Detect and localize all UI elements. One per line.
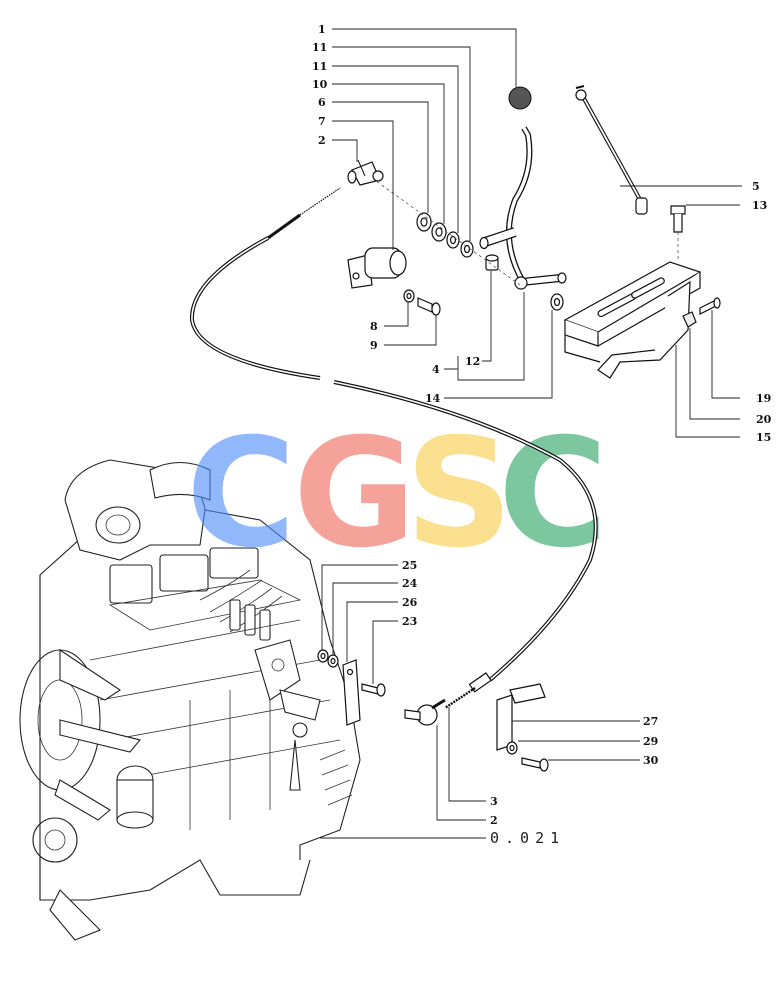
callout-9: 9 xyxy=(370,339,378,352)
lever-bracket-7 xyxy=(347,247,441,316)
callout-11: 11 xyxy=(312,41,327,54)
callout-10: 10 xyxy=(312,78,328,91)
ball-joint-top xyxy=(347,159,384,186)
rod-5 xyxy=(575,85,648,215)
leader-lines xyxy=(320,28,742,839)
callout-29: 29 xyxy=(643,735,658,748)
reference-code: 0.021 xyxy=(490,829,565,847)
callout-3: 3 xyxy=(490,795,498,808)
callout-20: 20 xyxy=(756,413,772,426)
callout-13: 13 xyxy=(752,199,767,212)
bolt-13 xyxy=(670,205,686,262)
watermark-letter-s: S xyxy=(405,407,513,581)
watermark-letter-g: G xyxy=(293,407,416,581)
callout-5: 5 xyxy=(752,180,760,193)
callout-12: 12 xyxy=(465,355,480,368)
callout-24: 24 xyxy=(402,577,418,590)
cgsc-watermark: C G S C xyxy=(186,407,608,581)
throttle-cable xyxy=(189,187,598,709)
callout-30: 30 xyxy=(643,754,659,767)
callout-26: 26 xyxy=(402,596,418,609)
callout-7: 7 xyxy=(318,115,326,128)
callout-8: 8 xyxy=(370,320,378,333)
callout-15: 15 xyxy=(756,431,771,444)
callout-25: 25 xyxy=(402,559,417,572)
lower-fittings xyxy=(317,649,549,772)
engine-illustration xyxy=(19,459,361,941)
callout-6: 6 xyxy=(318,96,326,109)
bracket-15 xyxy=(563,261,721,379)
callout-14: 14 xyxy=(425,392,441,405)
callout-27: 27 xyxy=(643,715,658,728)
callout-19: 19 xyxy=(756,392,771,405)
callout-2: 2 xyxy=(490,814,498,827)
callout-23: 23 xyxy=(402,615,417,628)
callout-labels: 1 11 11 10 6 7 2 5 13 8 9 12 4 14 19 20 … xyxy=(312,23,772,847)
callout-11: 11 xyxy=(312,60,327,73)
callout-1: 1 xyxy=(318,23,326,36)
callout-4: 4 xyxy=(432,363,440,376)
callout-2: 2 xyxy=(318,134,326,147)
lever-assembly xyxy=(371,86,567,311)
watermark-letter-c1: C xyxy=(186,407,296,581)
